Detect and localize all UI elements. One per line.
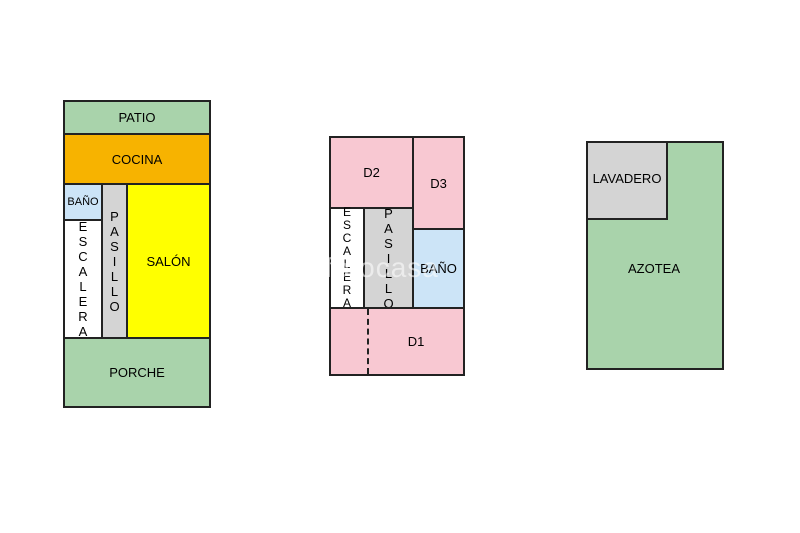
room-cocina: COCINA [63,133,211,185]
room-d2: D2 [329,136,414,209]
room-label-bano: BAÑO [67,196,99,208]
room-patio: PATIO [63,100,211,135]
room-label-azotea: AZOTEA [627,261,680,276]
room-bano-upper: BAÑO [412,228,465,309]
room-label-d2: D2 [363,165,380,180]
room-label-patio: PATIO [118,110,156,125]
room-label-d3: D3 [430,175,447,191]
room-d1: D1 [329,307,465,376]
room-label-bano-upper: BAÑO [420,261,457,276]
room-label-d1: D1 [407,334,425,349]
room-d3: D3 [412,136,465,230]
d1-dashed-divider [367,309,369,374]
room-salon: SALÓN [126,183,211,339]
room-label-salon: SALÓN [146,253,191,269]
room-label-lavadero: LAVADERO [592,171,662,186]
room-label-cocina: COCINA [111,151,163,167]
room-bano: BAÑO [63,183,103,221]
room-label-porche: PORCHE [109,365,165,380]
room-lavadero: LAVADERO [586,141,668,220]
room-porche: PORCHE [63,337,211,408]
